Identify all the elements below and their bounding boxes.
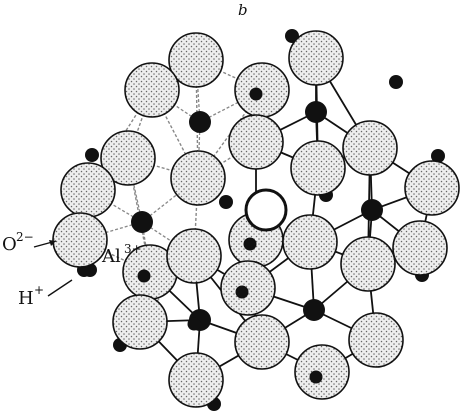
- oxygen-atom-8: [228, 114, 284, 170]
- oxygen-atom-23: [112, 294, 168, 350]
- surface-ion-0: [249, 87, 263, 101]
- oxygen-atom-17: [166, 228, 222, 284]
- oxygen-atom-6: [60, 162, 116, 218]
- oxygen-atom-2: [288, 30, 344, 86]
- oxygen-atom-11: [404, 160, 460, 216]
- aluminium-ion-0: [189, 111, 211, 133]
- hydrogen-ion-3: [85, 148, 99, 162]
- surface-ion-3: [309, 370, 323, 384]
- oxygen-atom-14: [340, 236, 396, 292]
- surface-ion-4: [137, 269, 151, 283]
- t-bond-2-1: [141, 177, 199, 223]
- aluminium-symbol: Al: [101, 246, 121, 267]
- oxygen-atom-layer: [52, 30, 460, 408]
- surface-ion-2: [235, 285, 249, 299]
- aluminium-ion-1: [305, 101, 327, 123]
- front-ion-layer: [131, 87, 383, 384]
- hydrogen-ion-1: [389, 75, 403, 89]
- oxygen-atom-13: [282, 214, 338, 270]
- hydrogen-ion-label: H +: [18, 283, 44, 309]
- oxygen-ion-label: O 2−: [2, 230, 34, 255]
- oxygen-charge: 2−: [16, 230, 34, 244]
- t-bond-0-1: [199, 89, 263, 123]
- surface-ion-5: [187, 317, 201, 331]
- oxygen-atom-22: [234, 314, 290, 370]
- hydrogen-ion-5: [219, 195, 233, 209]
- oxygen-atom-0: [168, 32, 224, 88]
- oxygen-atom-4: [100, 130, 156, 186]
- oxygen-arrowhead: [49, 240, 56, 246]
- aluminium-ion-2: [131, 211, 153, 233]
- panel-label: b: [238, 1, 248, 19]
- oxygen-atom-18: [220, 260, 276, 316]
- oxygen-atom-7: [52, 212, 108, 268]
- aluminium-ion-4: [303, 299, 325, 321]
- oxygen-atom-9: [290, 140, 346, 196]
- hydrogen-pointer-arrow: [47, 279, 73, 297]
- oxygen-atom-19: [348, 312, 404, 368]
- oxygen-atom-21: [294, 344, 350, 400]
- oxygen-atom-20: [168, 352, 224, 408]
- central-cavity-ring: [244, 188, 288, 232]
- aluminium-ion-3: [361, 199, 383, 221]
- oxygen-atom-5: [170, 150, 226, 206]
- oxygen-symbol: O: [2, 234, 17, 255]
- surface-ion-1: [243, 237, 257, 251]
- oxygen-atom-15: [392, 220, 448, 276]
- hydrogen-symbol: H: [18, 288, 34, 309]
- oxygen-atom-10: [342, 120, 398, 176]
- aluminium-ion-label: Al 3+: [101, 242, 142, 267]
- oxygen-atom-1: [234, 62, 290, 118]
- hydrogen-charge: +: [34, 283, 44, 297]
- hydrogen-ion-6: [431, 149, 445, 163]
- aluminium-charge: 3+: [124, 242, 142, 256]
- oxygen-atom-3: [124, 62, 180, 118]
